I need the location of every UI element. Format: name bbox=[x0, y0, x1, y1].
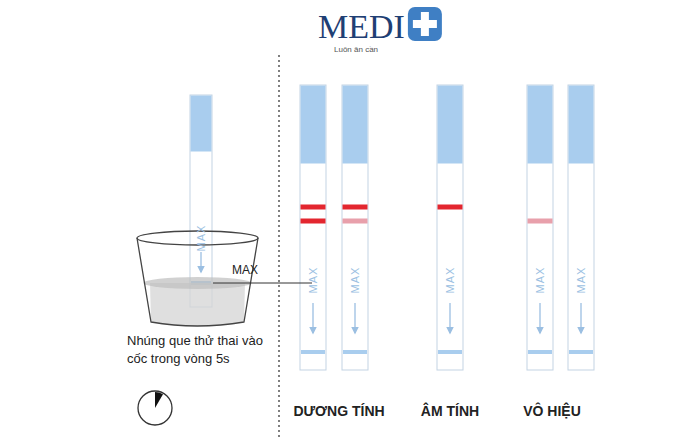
test-strip-body bbox=[342, 85, 368, 370]
max-mark-text: MAX bbox=[349, 267, 361, 294]
result-label: DƯƠNG TÍNH bbox=[293, 402, 384, 421]
result-label: VÔ HIỆU bbox=[523, 402, 581, 421]
max-mark-text: MAX bbox=[195, 225, 207, 252]
instruction-caption: Nhúng que thử thai vào cốc trong vòng 5s bbox=[127, 332, 269, 367]
logo-text: MEDI bbox=[318, 4, 405, 50]
test-strip: MAX bbox=[568, 85, 594, 370]
test-strip: MAX bbox=[190, 95, 212, 307]
result-label: ÂM TÍNH bbox=[421, 402, 479, 421]
test-strip: MAX bbox=[437, 85, 463, 370]
test-strip-body bbox=[527, 85, 553, 370]
test-strip: MAX bbox=[527, 85, 553, 370]
max-mark-text: MAX bbox=[307, 267, 319, 294]
test-strip: MAX bbox=[300, 85, 326, 370]
max-mark-text: MAX bbox=[444, 267, 456, 294]
logo-cross-icon bbox=[408, 7, 442, 41]
clock-icon bbox=[138, 391, 172, 425]
max-leader-line bbox=[213, 283, 312, 284]
separator-line bbox=[278, 55, 280, 440]
max-mark-text: MAX bbox=[534, 267, 546, 294]
test-strip: MAX bbox=[342, 85, 368, 370]
test-strip-body bbox=[300, 85, 326, 370]
logo-slogan: Luôn ân cần bbox=[334, 45, 378, 56]
max-level-label: MAX bbox=[232, 262, 258, 278]
test-strip-body bbox=[190, 95, 212, 307]
max-mark-text: MAX bbox=[575, 267, 587, 294]
test-strip-body bbox=[437, 85, 463, 370]
test-strip-body bbox=[568, 85, 594, 370]
